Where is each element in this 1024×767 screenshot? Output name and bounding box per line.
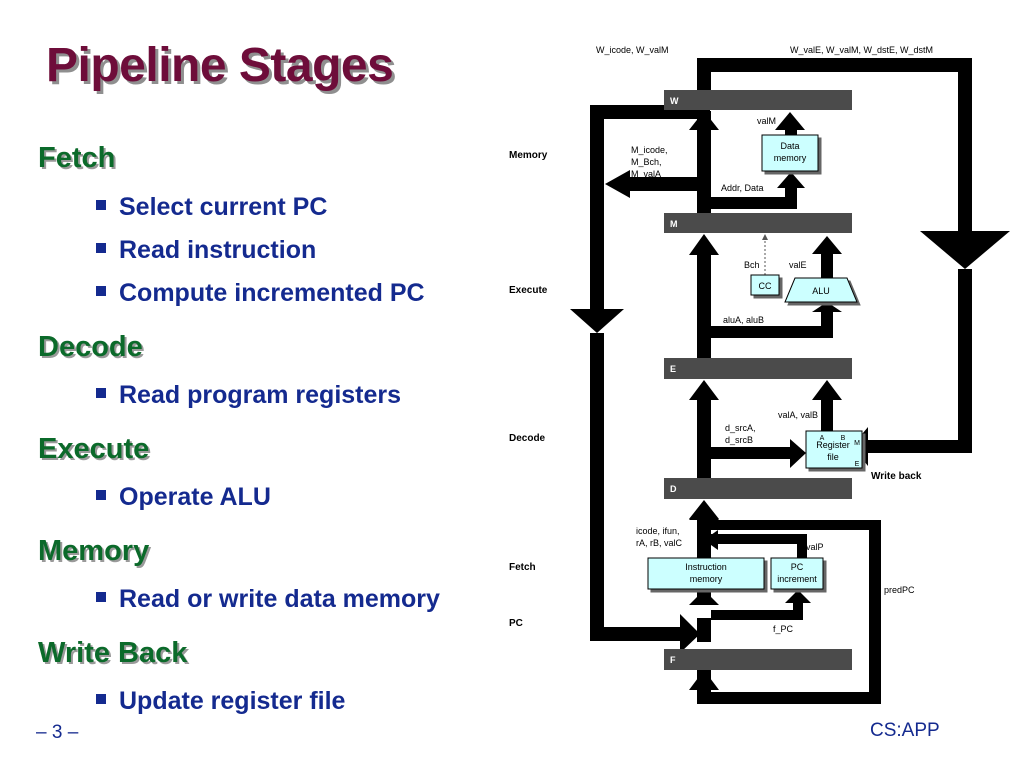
course-label: CS:APP — [870, 720, 940, 741]
bullet-text: Update register file — [119, 687, 346, 715]
signal-predpc: predPC — [884, 585, 915, 595]
pc-increment-label-2: increment — [777, 574, 817, 584]
bullet-data-memory: Read or write data memory — [96, 585, 440, 614]
bullet-operate-alu: Operate ALU — [96, 483, 271, 512]
signal-labels: W_icode, W_valM W_valE, W_valM, W_dstE, … — [596, 45, 933, 634]
signal-valm: valM — [757, 116, 776, 126]
register-e — [664, 358, 852, 379]
bullet-select-pc: Select current PC — [96, 193, 327, 222]
register-e-label: E — [670, 364, 676, 374]
stage-fetch-label: Fetch — [509, 562, 536, 573]
bullet-marker — [96, 388, 106, 399]
signal-m-icode: M_icode, — [631, 145, 668, 155]
bullet-marker — [96, 286, 106, 297]
stage-write-back-label: Write back — [871, 471, 922, 482]
stage-decode-label: Decode — [509, 433, 546, 444]
wires — [570, 58, 1010, 704]
signal-d-srcb: d_srcB — [725, 435, 753, 445]
section-decode: Decode — [38, 331, 143, 363]
port-e-label: E — [855, 461, 860, 468]
signal-ra-rb-valc: rA, rB, valC — [636, 538, 683, 548]
bullet-marker — [96, 200, 106, 211]
alu-label: ALU — [812, 286, 830, 296]
bullet-register-file: Update register file — [96, 687, 345, 716]
data-memory-block — [761, 134, 819, 172]
bullet-read-registers: Read program registers — [96, 381, 401, 410]
alu-block — [784, 277, 858, 303]
instruction-memory-block — [647, 557, 765, 590]
register-file-block — [805, 430, 863, 469]
signal-w-icode-valm: W_icode, W_valM — [596, 45, 669, 55]
pipeline-registers: W M E D F — [664, 90, 852, 670]
register-d — [664, 478, 852, 499]
data-memory-label-1: Data — [780, 141, 799, 151]
bullet-marker — [96, 592, 106, 603]
section-write-back: Write Back — [38, 637, 188, 669]
bullet-increment-pc: Compute incremented PC — [96, 279, 425, 308]
section-execute: Execute — [38, 433, 150, 465]
bullet-text: Read or write data memory — [119, 585, 440, 613]
bullet-marker — [96, 490, 106, 501]
signal-d-srca: d_srcA, — [725, 423, 756, 433]
port-m-label: M — [854, 440, 860, 447]
register-m — [664, 213, 852, 233]
cc-block — [750, 274, 780, 296]
register-w-label: W — [670, 96, 679, 106]
signal-vale: valE — [789, 260, 807, 270]
instruction-memory-label-2: memory — [690, 574, 723, 584]
instruction-memory-label-1: Instruction — [685, 562, 727, 572]
register-w — [664, 90, 852, 110]
signal-icode-ifun: icode, ifun, — [636, 526, 680, 536]
bullet-text: Compute incremented PC — [119, 279, 425, 307]
bullet-marker — [96, 243, 106, 254]
register-file-label-2: file — [827, 452, 839, 462]
stage-memory-label: Memory — [509, 150, 548, 161]
register-f — [664, 649, 852, 670]
register-d-label: D — [670, 484, 677, 494]
section-memory: Memory — [38, 535, 150, 567]
signal-w-vale-group: W_valE, W_valM, W_dstE, W_dstM — [790, 45, 933, 55]
signal-f-pc: f_PC — [773, 624, 794, 634]
register-f-label: F — [670, 655, 676, 665]
bullet-read-instruction: Read instruction — [96, 236, 316, 265]
register-file-label-1: Register — [816, 440, 850, 450]
cc-label: CC — [759, 281, 772, 291]
bullet-text: Operate ALU — [119, 483, 271, 511]
register-m-label: M — [670, 219, 678, 229]
pc-increment-label-1: PC — [791, 562, 804, 572]
signal-vala-valb: valA, valB — [778, 410, 818, 420]
signal-addr-data: Addr, Data — [721, 183, 764, 193]
bullet-text: Read program registers — [119, 381, 402, 409]
pc-increment-block — [770, 557, 824, 590]
stage-labels: Memory Execute Decode Fetch PC Write bac… — [509, 150, 922, 629]
page-title: Pipeline Stages — [46, 39, 394, 92]
page-number: – 3 – — [36, 722, 79, 743]
port-b-label: B — [841, 435, 846, 442]
signal-alua-alub: aluA, aluB — [723, 315, 764, 325]
bullet-marker — [96, 694, 106, 705]
bch-arrow — [762, 234, 768, 240]
stage-pc-label: PC — [509, 618, 523, 629]
port-a-label: A — [820, 435, 825, 442]
section-fetch: Fetch — [38, 142, 116, 174]
signal-m-vala: M_valA — [631, 169, 661, 179]
functional-blocks: Data memory CC ALU Register file A B M E… — [647, 134, 863, 590]
stage-execute-label: Execute — [509, 285, 548, 296]
signal-valp: valP — [806, 542, 824, 552]
bullet-text: Select current PC — [119, 193, 328, 221]
signal-bch: Bch — [744, 260, 760, 270]
data-memory-label-2: memory — [774, 153, 807, 163]
signal-m-bch: M_Bch, — [631, 157, 662, 167]
bullet-text: Read instruction — [119, 236, 317, 264]
